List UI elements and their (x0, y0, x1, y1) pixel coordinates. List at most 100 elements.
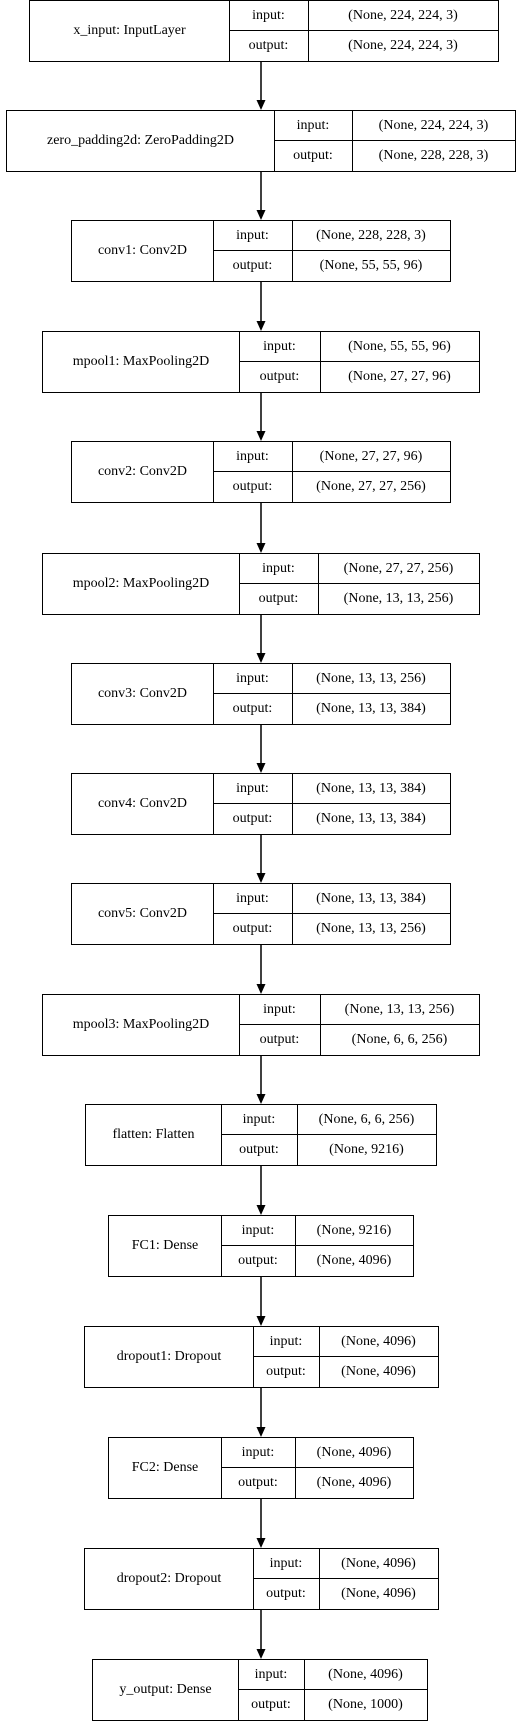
output-shape: (None, 4096) (295, 1467, 413, 1498)
input-label: input: (229, 1, 309, 31)
input-shape: (None, 224, 224, 3) (378, 118, 489, 133)
output-shape: (None, 6, 6, 256) (320, 1024, 479, 1055)
output-shape: (None, 13, 13, 384) (292, 803, 450, 834)
output-label: output: (239, 361, 321, 392)
layer-name: dropout1: Dropout (85, 1327, 254, 1387)
input-label: input: (213, 884, 293, 914)
layer-name: conv1: Conv2D (72, 221, 214, 281)
layer-name: dropout2: Dropout (85, 1549, 254, 1609)
output-shape: (None, 228, 228, 3) (352, 140, 515, 171)
layer-name: conv3: Conv2D (72, 664, 214, 724)
arrow-head (256, 653, 266, 663)
output-label: output: (253, 1356, 320, 1387)
layer-name: mpool2: MaxPooling2D (43, 554, 240, 614)
output-shape: (None, 224, 224, 3) (308, 30, 498, 61)
arrow-head (256, 763, 266, 773)
input-shape: (None, 13, 13, 384) (316, 781, 426, 796)
input-label: input: (238, 1660, 305, 1690)
input-shape: (None, 27, 27, 96) (319, 449, 423, 464)
output-shape: (None, 1000) (304, 1689, 427, 1720)
output-label: output: (238, 1689, 305, 1720)
input-label: input: (253, 1327, 320, 1357)
input-shape: (None, 228, 228, 3) (316, 228, 426, 243)
arrow-head (256, 321, 266, 331)
layer-name: mpool3: MaxPooling2D (43, 995, 240, 1055)
input-shape: (None, 13, 13, 384) (316, 891, 426, 906)
arrow-head (256, 210, 266, 220)
input-label: input: (213, 442, 293, 472)
layer-name: x_input: InputLayer (30, 1, 230, 61)
input-shape: (None, 6, 6, 256) (318, 1112, 415, 1127)
input-shape: (None, 13, 13, 256) (316, 671, 426, 686)
arrow-head (256, 543, 266, 553)
layer-name: conv2: Conv2D (72, 442, 214, 502)
output-shape: (None, 55, 55, 96) (292, 250, 450, 281)
input-label: input: (213, 664, 293, 694)
input-label: input: (239, 554, 319, 584)
output-label: output: (221, 1467, 296, 1498)
input-shape: (None, 4096) (341, 1556, 416, 1571)
output-shape: (None, 4096) (319, 1578, 438, 1609)
output-shape: (None, 4096) (319, 1356, 438, 1387)
output-label: output: (213, 693, 293, 724)
input-label: input: (274, 111, 353, 141)
input-shape: (None, 27, 27, 256) (343, 561, 454, 576)
arrow-head (256, 1094, 266, 1104)
output-label: output: (239, 1024, 321, 1055)
layer-name: zero_padding2d: ZeroPadding2D (7, 111, 275, 171)
output-shape: (None, 13, 13, 256) (292, 913, 450, 944)
arrow-head (256, 984, 266, 994)
input-label: input: (221, 1438, 296, 1468)
output-label: output: (221, 1245, 296, 1276)
input-shape: (None, 13, 13, 256) (344, 1002, 455, 1017)
output-label: output: (213, 913, 293, 944)
arrow-head (256, 1427, 266, 1437)
output-label: output: (239, 583, 319, 614)
input-label: input: (213, 774, 293, 804)
arrow-head (256, 1538, 266, 1548)
input-label: input: (213, 221, 293, 251)
output-label: output: (221, 1134, 298, 1165)
layer-name: y_output: Dense (93, 1660, 239, 1720)
output-shape: (None, 4096) (295, 1245, 413, 1276)
input-shape: (None, 55, 55, 96) (348, 339, 451, 354)
arrow-head (256, 431, 266, 441)
output-label: output: (213, 250, 293, 281)
input-label: input: (221, 1105, 298, 1135)
input-shape: (None, 9216) (316, 1223, 392, 1238)
output-label: output: (213, 471, 293, 502)
output-label: output: (253, 1578, 320, 1609)
input-shape: (None, 4096) (341, 1334, 416, 1349)
output-label: output: (229, 30, 309, 61)
input-label: input: (239, 995, 321, 1025)
output-shape: (None, 27, 27, 256) (292, 471, 450, 502)
output-shape: (None, 13, 13, 384) (292, 693, 450, 724)
arrow-head (256, 1316, 266, 1326)
input-label: input: (239, 332, 321, 362)
arrow-head (256, 873, 266, 883)
arrow-head (256, 100, 266, 110)
layer-name: conv4: Conv2D (72, 774, 214, 834)
layer-name: flatten: Flatten (86, 1105, 222, 1165)
arrow-head (256, 1649, 266, 1659)
output-label: output: (274, 140, 353, 171)
output-shape: (None, 9216) (297, 1134, 436, 1165)
output-shape: (None, 27, 27, 96) (320, 361, 479, 392)
layer-name: FC2: Dense (109, 1438, 222, 1498)
layer-name: mpool1: MaxPooling2D (43, 332, 240, 392)
